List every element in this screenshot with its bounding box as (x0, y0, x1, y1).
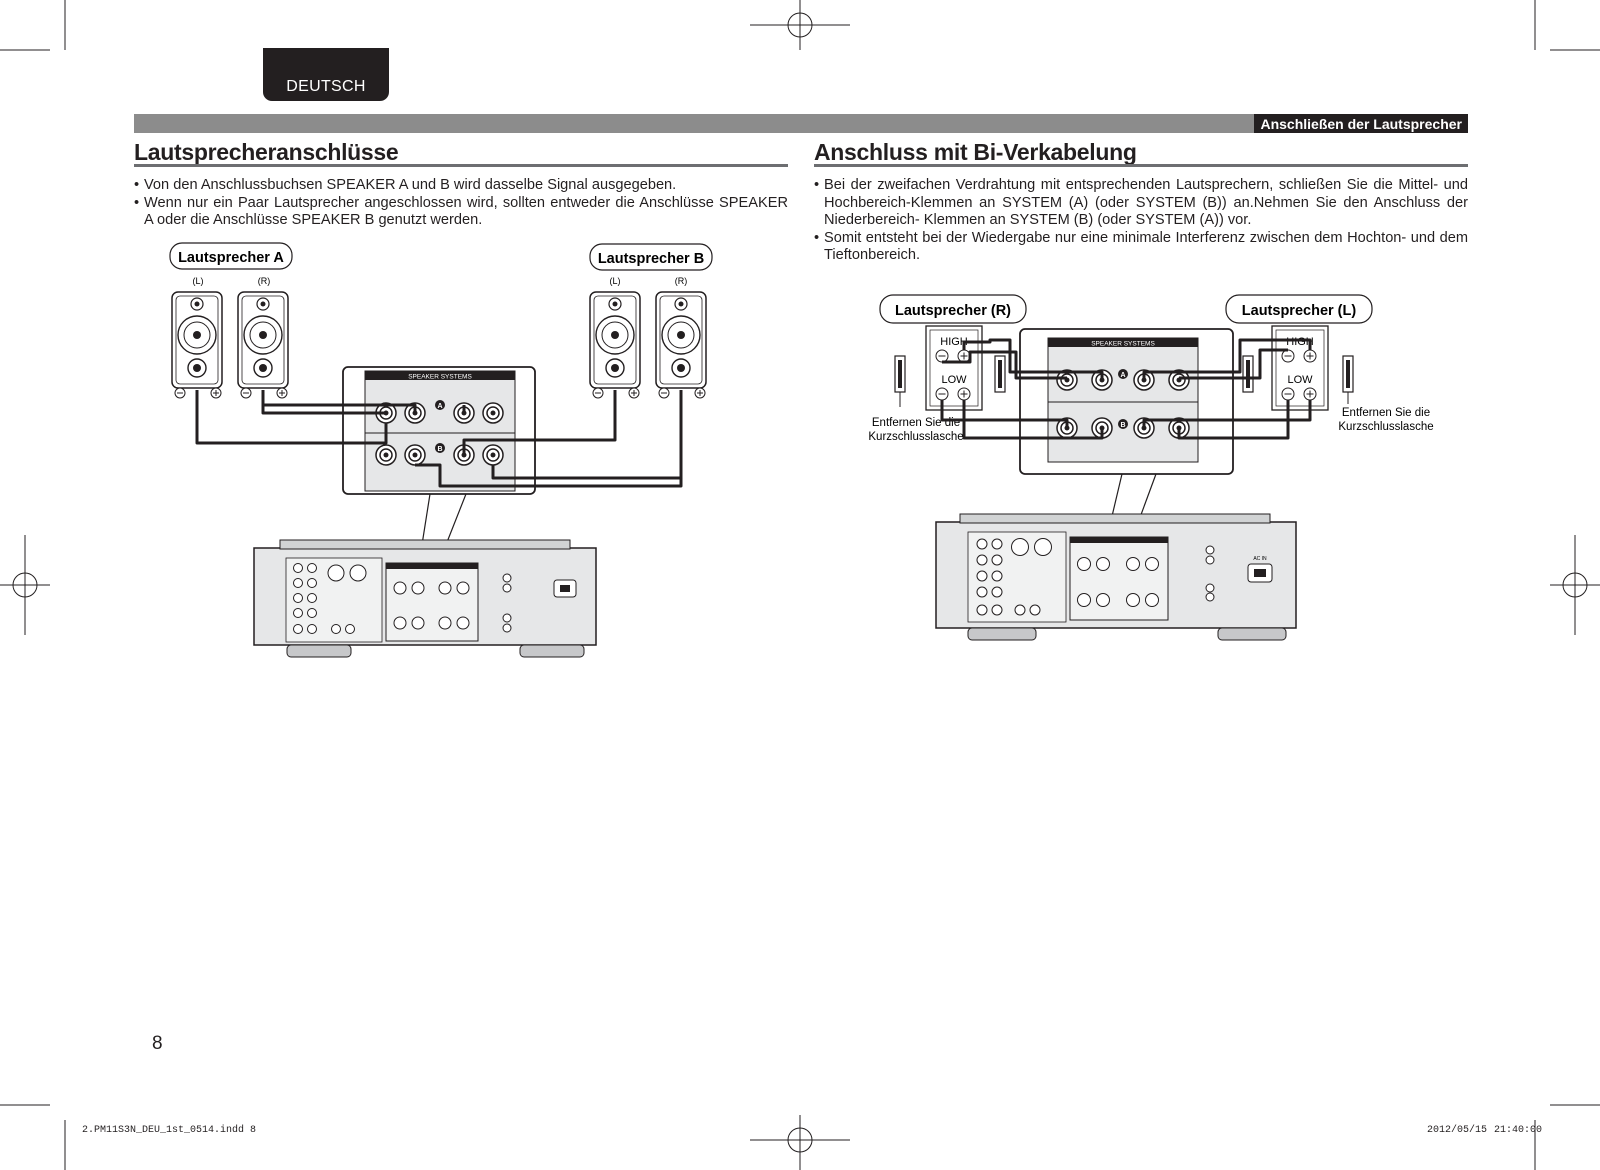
speaker-b-box (589, 243, 713, 271)
remove-note-r-1: Entfernen Sie die (872, 417, 960, 429)
remove-note-l-2: Kurzschlusslasche (1338, 421, 1433, 433)
speaker-r-label: Lautsprecher (R) (895, 303, 1011, 319)
header-bar (134, 114, 1468, 133)
svg-text:B: B (437, 446, 442, 453)
svg-text:A: A (1120, 372, 1125, 379)
right-title-rule (814, 164, 1468, 167)
footer-file: 2.PM11S3N_DEU_1st_0514.indd 8 (82, 1125, 257, 1136)
right-bullets: Bei der zweifachen Verdrahtung mit entsp… (814, 177, 1468, 265)
right-bullet-1: Bei der zweifachen Verdrahtung mit entsp… (814, 177, 1468, 230)
speaker-a-box (169, 242, 293, 270)
speaker-a-right (237, 291, 289, 389)
left-bullet-1: Von den Anschlussbuchsen SPEAKER A und B… (134, 177, 788, 195)
left-title: Lautsprecheranschlüsse (134, 139, 399, 165)
speaker-b-left (589, 291, 641, 389)
high-label-r: HIGH (940, 336, 968, 348)
shorting-strap-l-b (1342, 355, 1354, 393)
remove-note-l-1: Entfernen Sie die (1342, 407, 1430, 419)
shorting-strap-r-a (894, 355, 906, 393)
section-label: Anschließen der Lautsprecher (1254, 114, 1468, 133)
page-number: 8 (152, 1033, 163, 1054)
speaker-l-box (1225, 294, 1373, 324)
low-label-l: LOW (1287, 374, 1313, 386)
right-bullet-2: Somit entsteht bei der Wiedergabe nur ei… (814, 230, 1468, 265)
ch-l-b: (L) (610, 276, 621, 286)
low-label-r: LOW (941, 374, 967, 386)
left-bullets: Von den Anschlussbuchsen SPEAKER A und B… (134, 177, 788, 230)
speaker-a-left (171, 291, 223, 389)
footer-time: 21:40:00 (1494, 1125, 1543, 1136)
left-bullet-2: Wenn nur ein Paar Lautsprecher angeschlo… (134, 195, 788, 230)
svg-text:B: B (1120, 422, 1125, 429)
left-title-rule (134, 164, 788, 167)
panel-title-left: SPEAKER SYSTEMS (408, 374, 472, 381)
speaker-b-label: Lautsprecher B (598, 251, 704, 267)
ch-r-a: (R) (258, 276, 271, 286)
ch-l-a: (L) (193, 276, 204, 286)
bi-wiring-diagram: Lautsprecher (R) Lautsprecher (L) HIGH L… (868, 294, 1434, 641)
amplifier-rear-right: AC IN (935, 513, 1297, 641)
shorting-strap-r-b (994, 355, 1006, 393)
ac-in-label: AC IN (1253, 556, 1267, 562)
svg-text:A: A (437, 403, 442, 410)
right-title: Anschluss mit Bi-Verkabelung (814, 139, 1137, 165)
shorting-strap-l-a (1242, 355, 1254, 393)
panel-title-right: SPEAKER SYSTEMS (1091, 341, 1155, 348)
amplifier-rear-left (253, 539, 597, 658)
speaker-connection-diagram: Lautsprecher A Lautsprecher B (L) (R) (L… (169, 242, 713, 658)
remove-note-r-2: Kurzschlusslasche (868, 431, 963, 443)
language-tab: DEUTSCH (263, 48, 389, 101)
ch-r-b: (R) (675, 276, 688, 286)
speaker-l-label: Lautsprecher (L) (1242, 303, 1357, 319)
speaker-b-right (655, 291, 707, 389)
footer-date: 2012/05/15 (1427, 1125, 1488, 1136)
speaker-a-label: Lautsprecher A (178, 250, 284, 266)
speaker-r-box (879, 294, 1027, 324)
